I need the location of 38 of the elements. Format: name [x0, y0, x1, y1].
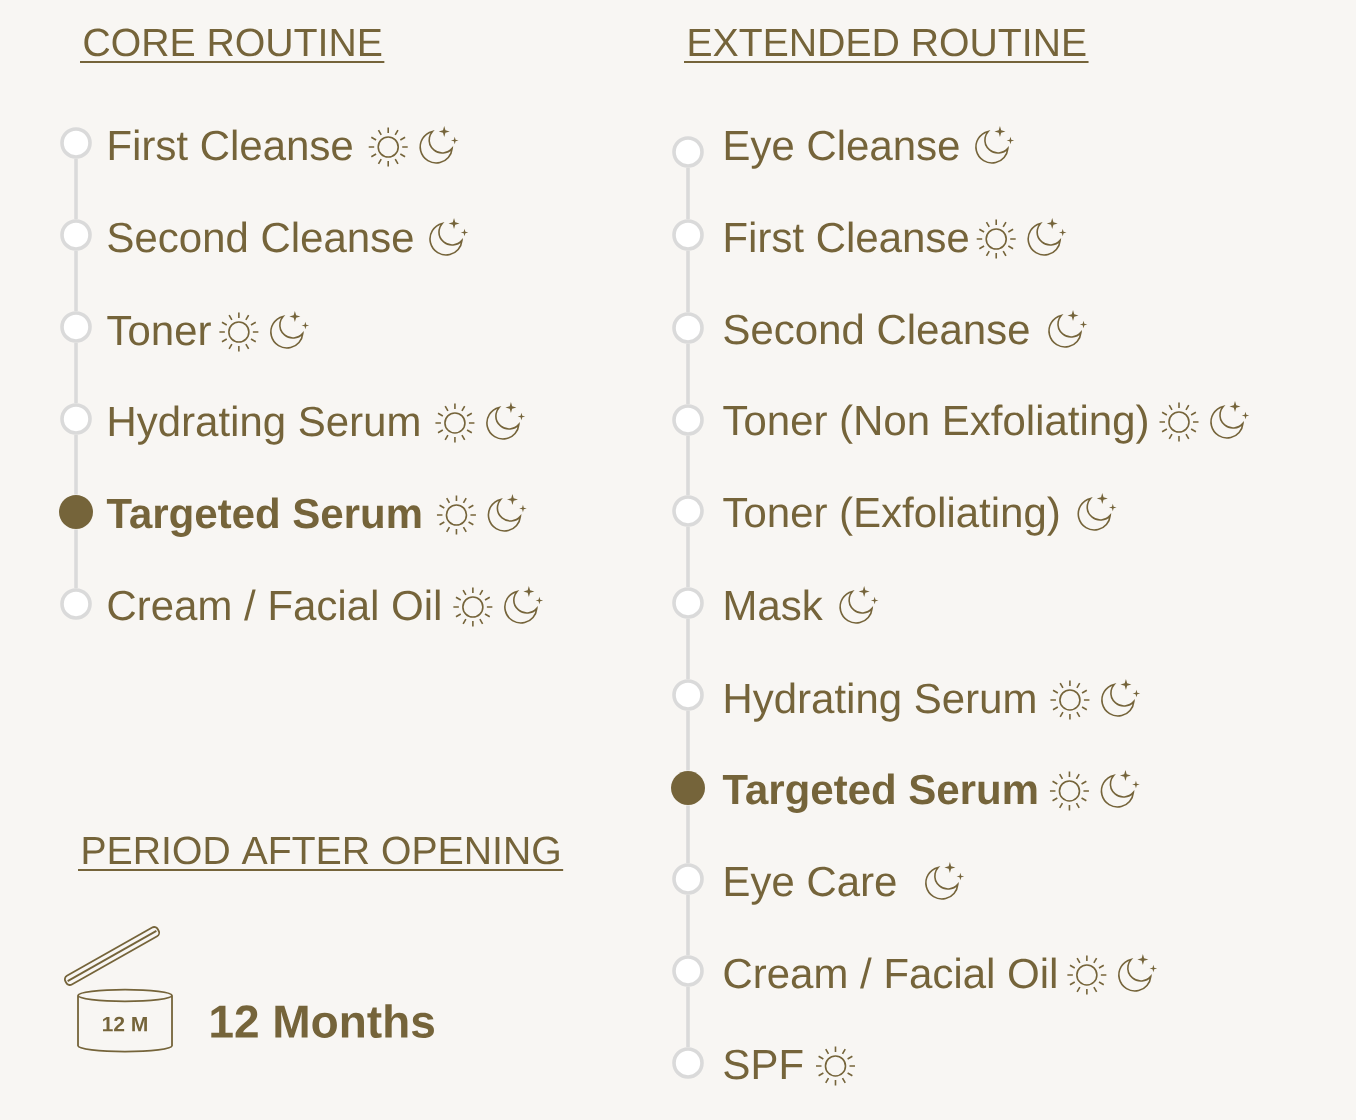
step-label: Toner [107, 316, 211, 346]
duration-text: 12 Months [211, 1004, 434, 1038]
step-circle [672, 955, 704, 987]
step-label: Eye Cleanse [725, 129, 959, 169]
step-label: Cream / Facial Oil [108, 589, 440, 621]
step-dot [59, 495, 93, 529]
step-circle [672, 679, 704, 711]
step-label: Targeted Serum [106, 497, 421, 537]
step-label: First Cleanse [109, 129, 352, 161]
step-circle [60, 311, 92, 343]
step-label: Eye Care [725, 866, 896, 905]
step-label: Second Cleanse [724, 313, 1029, 345]
step-dot [671, 771, 705, 805]
step-circle [672, 587, 704, 619]
step-label: Mask [725, 589, 823, 621]
step-circle [672, 136, 704, 168]
step-label: Cream / Facial Oil [724, 957, 1056, 989]
step-label: Hydrating Serum [109, 405, 419, 445]
section-heading: CORE ROUTINE [79, 28, 386, 63]
section-heading: EXTENDED ROUTINE [683, 28, 1090, 63]
step-circle [672, 495, 704, 527]
step-circle [672, 219, 704, 251]
step-label: SPF [724, 1049, 803, 1080]
step-circle [672, 312, 704, 344]
step-circle [60, 588, 92, 620]
step-label: First Cleanse [725, 221, 968, 253]
step-circle [672, 863, 704, 895]
step-circle [60, 403, 92, 435]
step-label: Hydrating Serum [725, 682, 1035, 722]
step-label: Toner (Exfoliating) [723, 496, 1059, 536]
step-circle [672, 404, 704, 436]
step-label: Targeted Serum [722, 773, 1037, 813]
section-heading: PERIOD AFTER OPENING [77, 836, 565, 871]
step-circle [60, 127, 92, 159]
step-label: Toner (Non Exfoliating) [723, 404, 1147, 444]
step-circle [672, 1047, 704, 1079]
step-circle [60, 219, 92, 251]
step-label: Second Cleanse [108, 221, 413, 253]
